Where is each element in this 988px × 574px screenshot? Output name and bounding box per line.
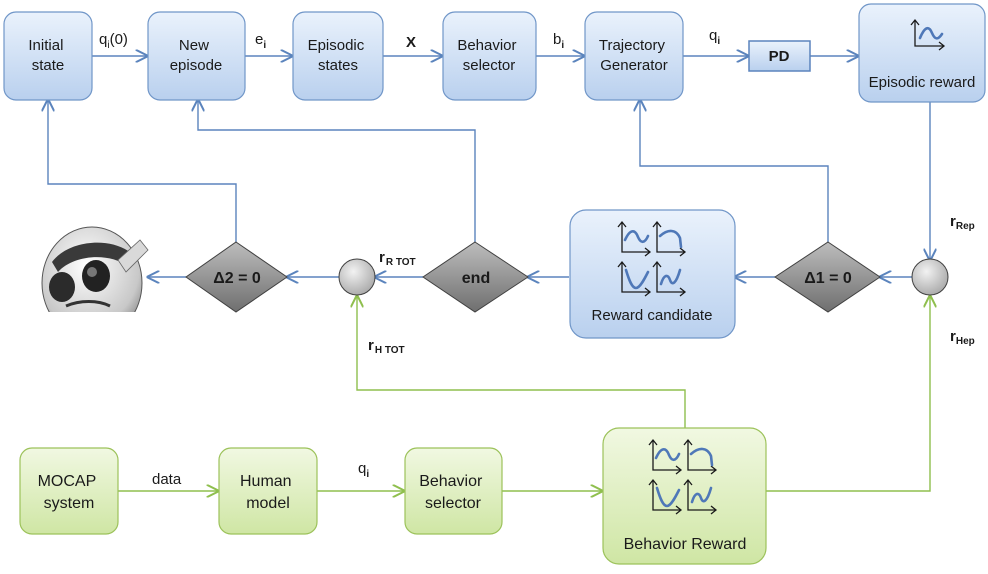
episodic-reward-box: Episodic reward xyxy=(858,3,986,103)
wire-behavior-reward-to-sum-left xyxy=(357,296,686,428)
pd-box: PD xyxy=(748,40,811,72)
end-label: end xyxy=(462,270,490,287)
initial-state-label: Initial state xyxy=(28,37,67,74)
delta2-decision: Δ2 = 0 xyxy=(185,241,288,313)
wire-end-to-new-episode xyxy=(198,100,476,242)
behavior-selector-top-label: Behavior selector xyxy=(457,37,520,74)
signal-x: X xyxy=(406,34,416,51)
reward-candidate-label: Reward candidate xyxy=(592,307,713,324)
behavior-selector-bottom-label: Behavior selector xyxy=(419,473,487,512)
behavior-selector-top-box: Behavior selector xyxy=(442,11,537,101)
signal-r-rep: rRep xyxy=(950,213,975,232)
new-episode-label: New episode xyxy=(170,37,223,74)
new-episode-box: New episode xyxy=(147,11,246,101)
signal-labels: qi(0) ei X bi qi rR TOT rH TOT rRep rHep… xyxy=(99,27,975,488)
wire-delta2-to-initial-state xyxy=(48,100,237,242)
end-decision: end xyxy=(422,241,529,313)
four-curve-plots-icon xyxy=(617,220,687,297)
signal-bi: bi xyxy=(553,31,564,51)
mocap-system-box: MOCAP system xyxy=(19,447,119,535)
single-curve-plot-icon xyxy=(910,18,946,51)
behavior-selector-bottom-box: Behavior selector xyxy=(404,447,503,535)
signal-r-rtot: rR TOT xyxy=(379,249,416,268)
behavior-reward-label: Behavior Reward xyxy=(624,536,747,553)
signal-r-htot: rH TOT xyxy=(368,337,405,356)
human-model-box: Human model xyxy=(218,447,318,535)
sum-left xyxy=(338,258,376,296)
human-model-label: Human model xyxy=(240,473,296,512)
flow-wires xyxy=(48,56,930,491)
wire-behavior-reward-to-sum-right xyxy=(766,296,930,492)
episodic-reward-label: Episodic reward xyxy=(869,74,976,91)
episodic-states-box: Episodic states xyxy=(292,11,384,101)
reward-candidate-box: Reward candidate xyxy=(569,209,736,339)
delta1-decision: Δ1 = 0 xyxy=(774,241,881,313)
episodic-states-label: Episodic states xyxy=(308,37,369,74)
signal-qi0: qi(0) xyxy=(99,31,128,51)
sum-right xyxy=(911,258,949,296)
initial-state-box: Initial state xyxy=(3,11,93,101)
mocap-system-label: MOCAP system xyxy=(38,473,101,512)
trajectory-generator-label: Trajectory Generator xyxy=(599,37,669,74)
wire-delta1-to-trajectory xyxy=(640,100,829,242)
signal-data: data xyxy=(152,471,182,488)
robot-head-icon xyxy=(41,226,149,312)
delta2-label: Δ2 = 0 xyxy=(213,270,261,287)
signal-ei: ei xyxy=(255,31,266,51)
signal-r-hep: rHep xyxy=(950,328,975,347)
behavior-reward-box: Behavior Reward xyxy=(602,427,767,565)
four-curve-plots-icon xyxy=(648,438,718,515)
signal-qi-top: qi xyxy=(709,27,720,47)
pd-label: PD xyxy=(769,48,790,65)
signal-qi-bottom: qi xyxy=(358,460,369,480)
delta1-label: Δ1 = 0 xyxy=(804,270,852,287)
trajectory-generator-box: Trajectory Generator xyxy=(584,11,684,101)
